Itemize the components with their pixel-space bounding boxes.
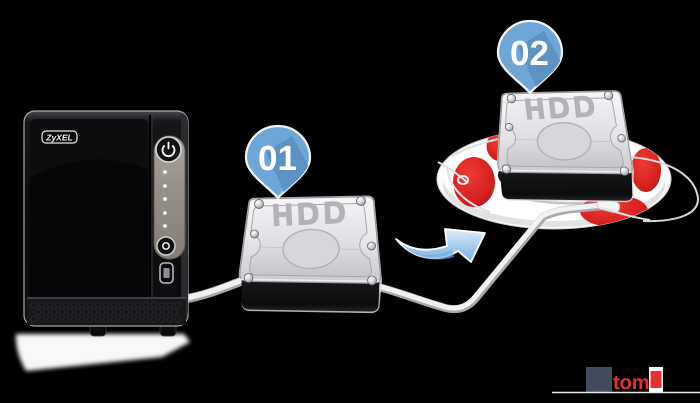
svg-text:01: 01 [258,139,297,178]
svg-text:ZyXEL: ZyXEL [45,132,72,142]
svg-text:02: 02 [510,34,549,73]
svg-text:tom: tom [613,372,650,394]
